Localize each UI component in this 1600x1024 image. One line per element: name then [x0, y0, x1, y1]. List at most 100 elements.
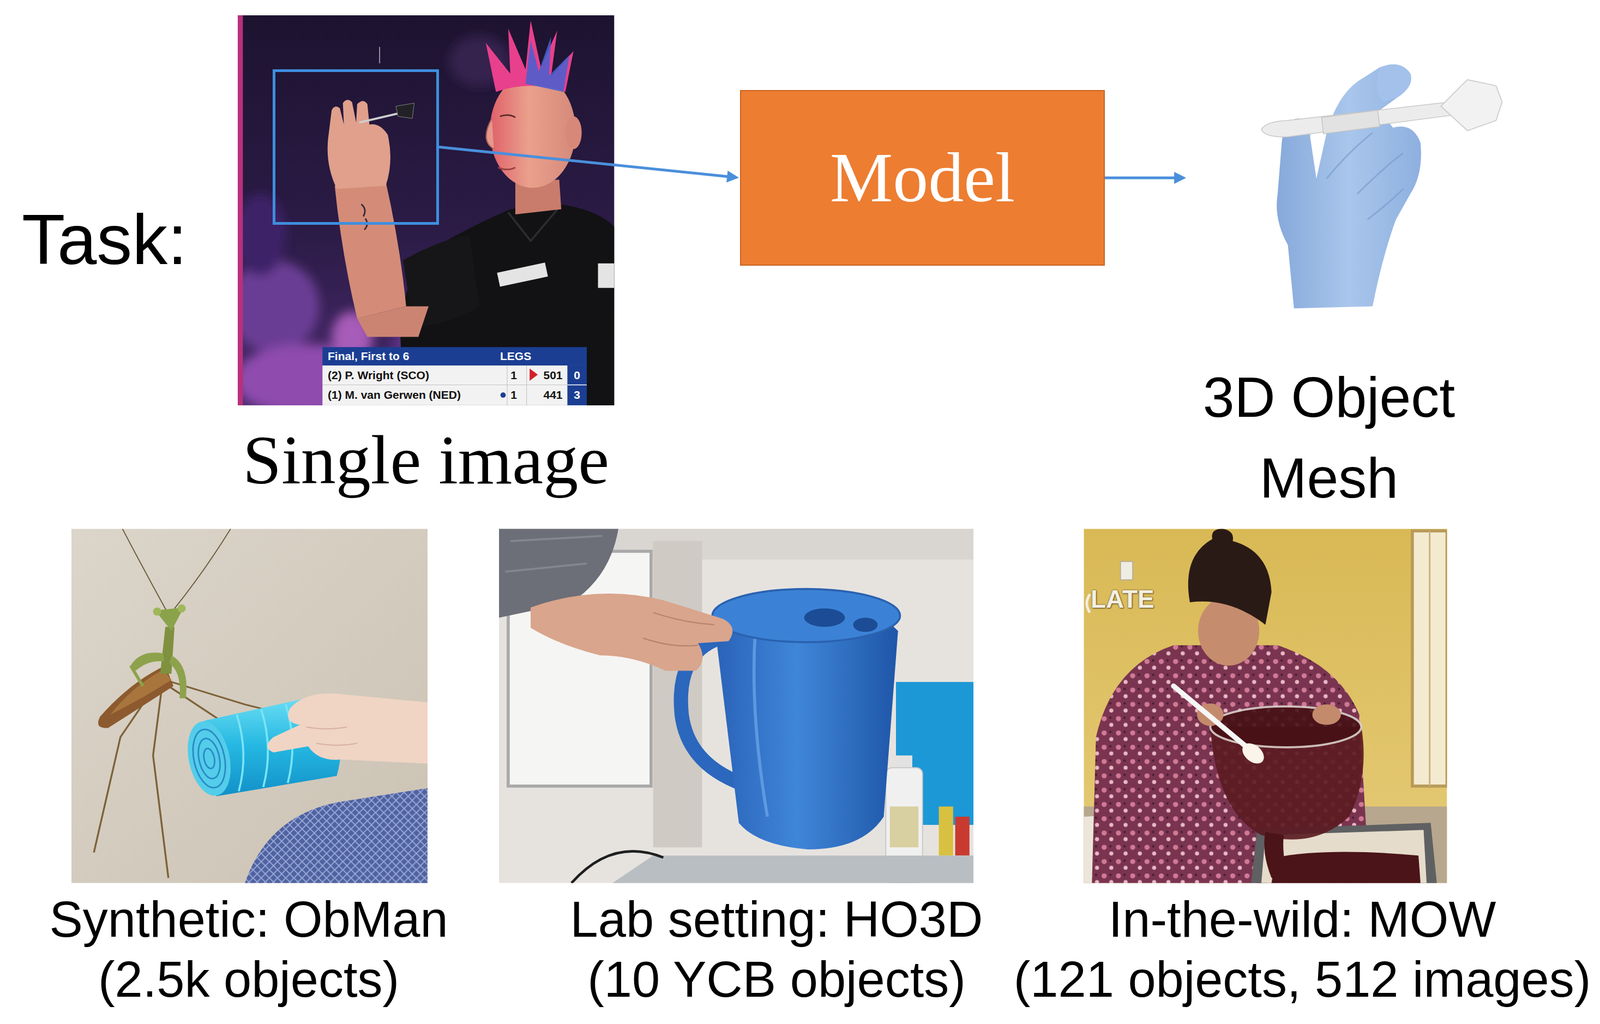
hand-mesh-part: [1376, 64, 1412, 102]
caption: 3D Object Mesh: [1202, 357, 1455, 519]
scoreboard-part: [322, 384, 587, 386]
caption: In-the-wild: MOW (121 objects, 512 image…: [1013, 888, 1592, 1010]
darts-photo-part: [395, 103, 415, 119]
obman-image-part: [236, 714, 244, 791]
mow-image-part: [1238, 738, 1268, 768]
darts-photo-part: [237, 15, 243, 406]
darts-photo-part: [497, 167, 516, 170]
hand-mesh-part: [1440, 79, 1502, 131]
scoreboard-number: 501: [538, 365, 568, 385]
ho3d-image-part: [612, 855, 974, 883]
mow-image: [1083, 528, 1447, 883]
ho3d-image: [498, 528, 974, 883]
mantis-abdomen: [98, 665, 174, 728]
obman-image-part-part: [195, 736, 224, 781]
overlay-letter-fragment: [1086, 593, 1091, 613]
hand: [327, 99, 391, 189]
illustrations: [71, 15, 1503, 883]
ho3d-image-part: [642, 612, 715, 646]
window: [1412, 530, 1448, 786]
dart: [359, 112, 403, 123]
arrow-connector: [1104, 176, 1181, 180]
scoreboard-part: [506, 365, 508, 406]
obman-image-part: [71, 528, 428, 883]
obman-image-part: [305, 726, 358, 745]
darts-photo-part: [565, 116, 582, 149]
darts-photo-part: [525, 36, 570, 92]
hair: [1188, 528, 1272, 625]
mohawk: [485, 20, 574, 92]
ho3d-image-part: [498, 528, 974, 883]
sponsor-patch: [496, 262, 548, 287]
caption: Lab setting: HO3D (10 YCB objects): [570, 888, 984, 1010]
caption: Single image: [242, 419, 610, 501]
obman-image-part: [130, 665, 143, 686]
scoreboard-number: 3: [567, 384, 587, 406]
scoreboard-number: 1: [504, 384, 523, 406]
hand: [267, 693, 428, 764]
scoreboard-part: [322, 384, 587, 405]
obman-image-part: [181, 717, 238, 800]
scoreboard-number: 441: [538, 384, 568, 406]
obman-image-part: [130, 652, 165, 671]
obman-image-part-part: [181, 717, 238, 800]
darts-photo-part: [379, 46, 381, 64]
ho3d-image-part: [504, 535, 603, 571]
darts-photo-part: [500, 115, 516, 118]
forearm: [334, 181, 407, 319]
scoreboard-text: (2) P. Wright (SCO): [327, 365, 430, 385]
spatula: [1173, 686, 1248, 748]
hand: [530, 593, 733, 671]
model-box: Model: [740, 89, 1105, 266]
darts-photo: [237, 15, 615, 406]
scoreboard-part: [567, 365, 587, 406]
scoreboard-part: [322, 346, 587, 366]
sponsor-patch: [598, 263, 615, 288]
ho3d-image-part: [955, 816, 970, 856]
task-label: Task:: [21, 198, 188, 281]
hand-mesh-part: [1357, 153, 1404, 195]
darts-photo-part: [361, 203, 368, 230]
hand-mesh-part: [1276, 64, 1422, 309]
ho3d-image-part: [889, 805, 919, 847]
scoreboard-part: [500, 392, 507, 398]
video-overlay-text: LATE: [1090, 583, 1155, 615]
obman-image-part: [177, 604, 186, 613]
caption: Synthetic: ObMan (2.5k objects): [49, 888, 448, 1010]
scoreboard-text: (1) M. van Gerwen (NED): [327, 384, 461, 406]
ho3d-image-part: [852, 617, 878, 632]
input-image-node: Single image: [237, 15, 615, 501]
scoreboard-text: LEGS: [500, 346, 532, 366]
scoreboard: [322, 346, 587, 406]
scoreboard-text: Final, First to 6: [327, 346, 409, 366]
obman-image-part: [261, 709, 268, 787]
scoreboard-part: [567, 384, 587, 386]
obman-image-part: [174, 528, 231, 609]
obman-image: [71, 528, 428, 883]
hand-mesh-part: [1326, 132, 1373, 179]
scoreboard-part: [529, 368, 538, 381]
fabric: [244, 788, 428, 883]
scoreboard-part: [322, 365, 587, 386]
ho3d-image-part: [804, 608, 846, 627]
scoreboard-part: [526, 365, 527, 406]
obman-image-part: [153, 692, 169, 878]
dart-mesh: [1261, 101, 1452, 137]
mesh-output-node: 3D Object Mesh: [1187, 59, 1471, 519]
darts-photo-part: [486, 118, 495, 149]
ho3d-image-part: [571, 850, 664, 883]
darts-photo-part: [357, 305, 429, 337]
obman-image-part-part: [188, 725, 231, 791]
box-label: Model: [829, 136, 1015, 219]
mow-image-part: [1428, 530, 1431, 786]
ho3d-image-part: [939, 805, 954, 856]
obman-image-part-part: [202, 747, 217, 769]
obman-image-part: [110, 669, 172, 715]
obman-image-part: [169, 654, 187, 699]
obman-image-part: [122, 528, 167, 611]
mow-image-part: [1271, 851, 1421, 883]
scoreboard-number: 0: [567, 365, 587, 385]
obman-image-part: [153, 606, 162, 616]
